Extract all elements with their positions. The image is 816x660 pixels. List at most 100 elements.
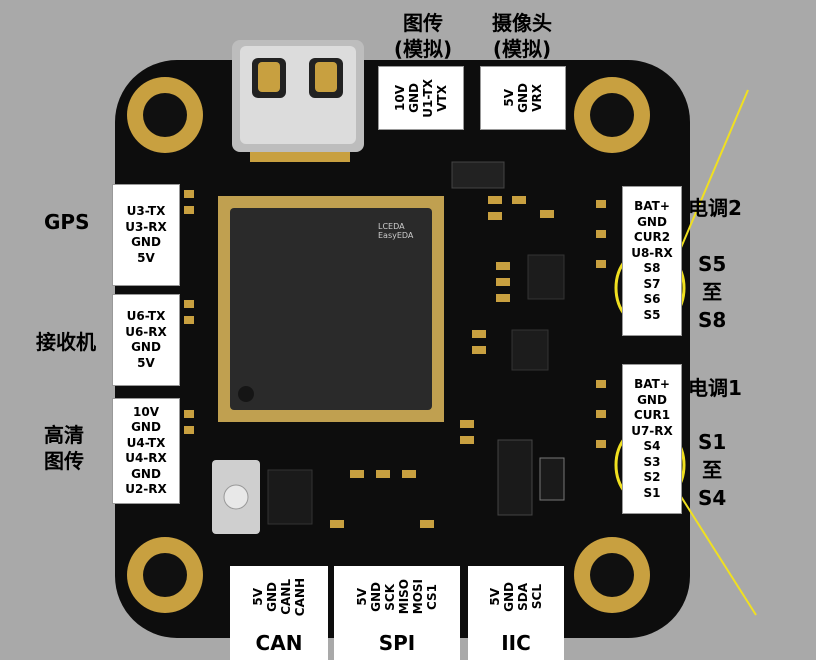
can-connector: 5V GND CANL CANH CAN bbox=[230, 566, 328, 660]
spi-pin: MISO bbox=[396, 579, 411, 615]
esc2-pin: CUR2 bbox=[633, 230, 671, 244]
vtx-pin: GND bbox=[406, 83, 421, 113]
receiver-connector: U6-TX U6-RX GND 5V bbox=[112, 294, 180, 386]
esc1-pin: U7-RX bbox=[631, 423, 673, 438]
esc1-pin: S4 bbox=[643, 439, 661, 453]
mcu-chip bbox=[218, 196, 444, 422]
camera-pin: VRX bbox=[529, 84, 544, 112]
camera-title-line1: 摄像头 bbox=[492, 11, 552, 35]
camera-analog-title: 摄像头 (模拟) bbox=[482, 10, 562, 62]
esc1-range-to: 至 bbox=[702, 458, 723, 482]
esc1-pin: BAT+ bbox=[634, 377, 670, 391]
iic-pin: SDA bbox=[515, 583, 530, 611]
vtx-title-line1: 图传 bbox=[403, 11, 443, 35]
esc2-pin: S5 bbox=[643, 307, 661, 322]
esc2-pin: BAT+ bbox=[634, 199, 670, 213]
gps-pin: GND bbox=[131, 235, 161, 249]
spi-pin: 5V bbox=[354, 588, 369, 606]
mounting-hole-tl bbox=[127, 77, 203, 153]
camera-connector: 5V GND VRX bbox=[480, 66, 566, 130]
gps-pin: 5V bbox=[137, 250, 155, 265]
pointer-line-upper bbox=[679, 89, 749, 251]
mcu-logo: LCEDA EasyEDA bbox=[378, 222, 413, 240]
hd-title-line1: 高清 bbox=[44, 423, 84, 447]
vtx-title-line2: (模拟) bbox=[393, 37, 453, 61]
gps-pin: U3-TX bbox=[126, 204, 166, 218]
receiver-pin: GND bbox=[131, 340, 161, 354]
spi-title: SPI bbox=[378, 631, 416, 655]
esc1-pin: S1 bbox=[643, 485, 661, 500]
esc2-pin: S7 bbox=[643, 276, 661, 291]
esc1-pin: S2 bbox=[643, 470, 661, 484]
hd-vtx-connector: 10V GND U4-TX U4-RX GND U2-RX bbox=[112, 398, 180, 504]
vtx-connector: 10V GND U1-TX VTX bbox=[378, 66, 464, 130]
mounting-hole-br bbox=[574, 537, 650, 613]
esc2-range-end: S8 bbox=[698, 308, 727, 332]
spi-connector: 5V GND SCK MISO MOSI CS1 SPI bbox=[334, 566, 460, 660]
spi-pins: 5V GND SCK MISO MOSI CS1 bbox=[334, 566, 460, 628]
mcu-logo-line2: EasyEDA bbox=[378, 231, 414, 240]
receiver-pin: 5V bbox=[137, 355, 155, 370]
passive-components bbox=[184, 190, 606, 528]
mosfet bbox=[451, 161, 505, 189]
esc1-pin: CUR1 bbox=[633, 408, 671, 422]
flash-chip bbox=[267, 469, 313, 525]
iic-connector: 5V GND SDA SCL IIC bbox=[468, 566, 564, 660]
inductor bbox=[539, 457, 565, 501]
esc2-title: 电调2 bbox=[688, 196, 742, 220]
mounting-hole-tr bbox=[574, 77, 650, 153]
regulator bbox=[497, 439, 533, 516]
camera-pin: GND bbox=[515, 83, 530, 113]
hd-pin: U2-RX bbox=[125, 482, 167, 496]
camera-title-line2: (模拟) bbox=[492, 37, 552, 61]
receiver-pin: U6-TX bbox=[126, 309, 166, 323]
esc2-range-start: S5 bbox=[698, 252, 727, 276]
esc2-range-to: 至 bbox=[702, 280, 723, 304]
esc2-pin: GND bbox=[637, 214, 667, 229]
boot-button bbox=[212, 460, 260, 534]
esc2-pin: U8-RX bbox=[631, 245, 673, 260]
vtx-pin: 10V bbox=[392, 85, 407, 111]
can-pin: CANL bbox=[278, 579, 293, 615]
iic-title: IIC bbox=[501, 631, 531, 655]
vtx-pin: VTX bbox=[434, 84, 449, 112]
vtx-analog-title: 图传 (模拟) bbox=[384, 10, 462, 62]
can-pin: CANH bbox=[292, 577, 307, 617]
can-pin: 5V bbox=[250, 588, 265, 606]
hd-pin: 10V bbox=[133, 404, 159, 419]
spi-pin: SCK bbox=[382, 583, 397, 611]
esc1-title: 电调1 bbox=[688, 376, 742, 400]
esc2-connector: BAT+ GND CUR2 U8-RX S8 S7 S6 S5 bbox=[622, 186, 682, 336]
vtx-pin: U1-TX bbox=[420, 78, 435, 118]
hd-title-line2: 图传 bbox=[44, 449, 84, 473]
hd-pin: GND bbox=[131, 420, 161, 434]
can-pin: GND bbox=[264, 582, 279, 612]
hd-pin: U4-RX bbox=[125, 451, 167, 465]
baro-sensor bbox=[527, 254, 565, 300]
esc1-range-start: S1 bbox=[698, 430, 727, 454]
gps-connector: U3-TX U3-RX GND 5V bbox=[112, 184, 180, 286]
spi-pin: MOSI bbox=[410, 579, 425, 615]
esc2-pin: S6 bbox=[643, 292, 661, 306]
gps-title: GPS bbox=[44, 210, 90, 234]
mcu-logo-line1: LCEDA bbox=[378, 222, 405, 231]
esc1-range-label: S1 至 S4 bbox=[698, 428, 726, 512]
gps-pin: U3-RX bbox=[125, 219, 167, 234]
esc1-pin: GND bbox=[637, 392, 667, 407]
esc1-pin: S3 bbox=[643, 454, 661, 469]
receiver-pin: U6-RX bbox=[125, 324, 167, 339]
spi-pin: GND bbox=[368, 582, 383, 612]
esc1-range-end: S4 bbox=[698, 486, 727, 510]
pointer-line-lower bbox=[679, 494, 757, 616]
hd-pin: GND bbox=[131, 466, 161, 481]
esc2-range-label: S5 至 S8 bbox=[698, 250, 726, 334]
usb-c-port bbox=[232, 40, 364, 162]
camera-pin: 5V bbox=[501, 89, 516, 107]
hd-pin: U4-TX bbox=[126, 435, 166, 450]
receiver-title: 接收机 bbox=[36, 330, 96, 354]
iic-pins: 5V GND SDA SCL bbox=[468, 566, 564, 628]
iic-pin: SCL bbox=[529, 584, 544, 610]
imu-sensor bbox=[511, 329, 549, 371]
